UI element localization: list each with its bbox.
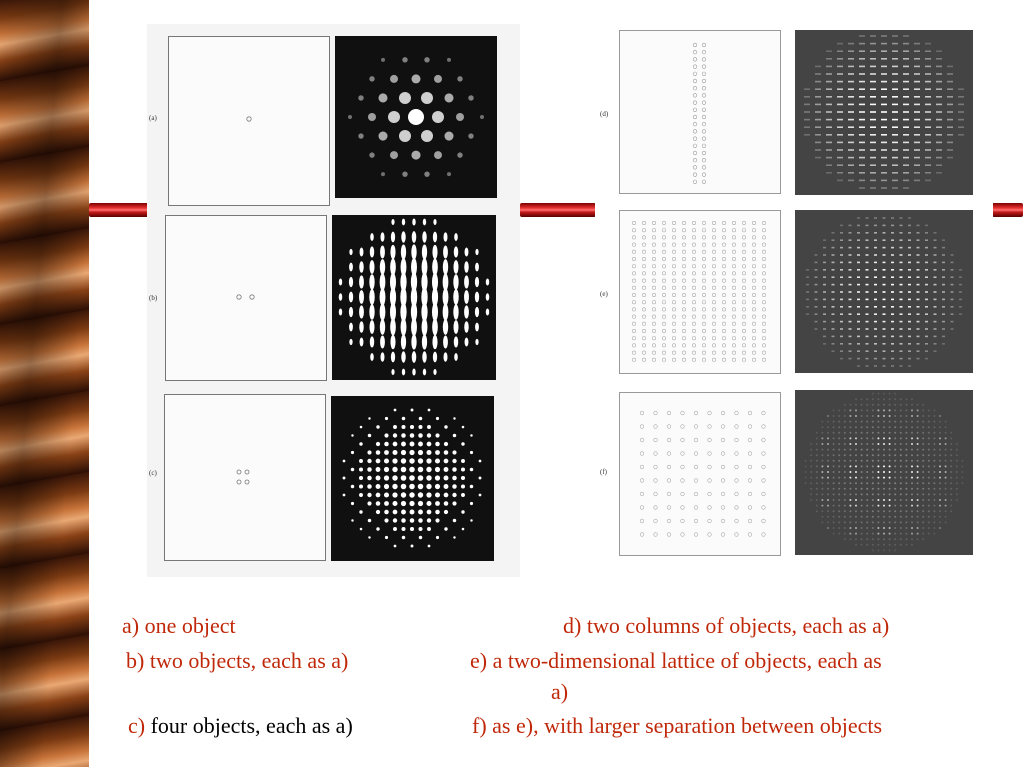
- panel-label-e: (e): [600, 290, 608, 298]
- panel-label-d: (d): [600, 110, 609, 118]
- caption-f: f) as e), with larger separation between…: [472, 713, 883, 738]
- lattice-icon: [632, 221, 767, 362]
- wide-lattice-icon: [639, 410, 766, 537]
- red-bar-left: [89, 203, 149, 217]
- caption-c-text: four objects, each as a): [150, 713, 353, 738]
- object-box-d: [619, 30, 781, 194]
- right-figure-panel: (d) (e) (f): [595, 20, 993, 576]
- diffraction-pattern-b: [332, 215, 496, 380]
- object-box-b: [165, 215, 327, 381]
- four-objects-icon: [236, 469, 250, 485]
- object-box-f: [619, 392, 781, 556]
- left-figure-panel: (a) (b) (c): [147, 24, 520, 577]
- caption-c-prefix: c): [128, 713, 146, 738]
- red-bar-middle: [520, 203, 596, 217]
- two-columns-icon: [692, 42, 707, 184]
- caption-e-line2: a): [551, 679, 569, 704]
- caption-d: d) two columns of objects, each as a): [563, 613, 890, 638]
- panel-label-b: (b): [149, 294, 158, 302]
- two-objects-icon: [236, 294, 255, 300]
- object-box-e: [619, 210, 781, 374]
- diffraction-pattern-f: [795, 390, 973, 555]
- object-box-a: [168, 36, 330, 206]
- diffraction-pattern-d: [795, 30, 973, 195]
- diffraction-pattern-e: [795, 210, 973, 373]
- panel-label-f: (f): [600, 468, 607, 476]
- diffraction-pattern-a: [335, 36, 497, 198]
- caption-b: b) two objects, each as a): [126, 648, 349, 673]
- caption-c: c) four objects, each as a): [128, 713, 353, 739]
- panel-label-c: (c): [149, 469, 157, 477]
- panel-label-a: (a): [149, 114, 157, 122]
- red-bar-right: [992, 203, 1023, 217]
- caption-e-line1: e) a two-dimensional lattice of objects,…: [470, 648, 882, 673]
- single-object-icon: [246, 116, 252, 122]
- wood-grain-sidebar: [0, 0, 89, 767]
- caption-a: a) one object: [122, 613, 236, 638]
- object-box-c: [164, 394, 326, 561]
- diffraction-pattern-c: [331, 396, 494, 561]
